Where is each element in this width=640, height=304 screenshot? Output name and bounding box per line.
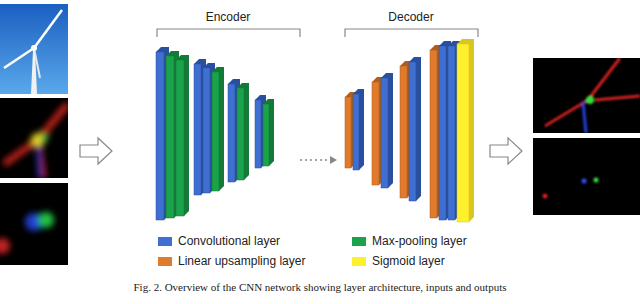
encoder-bracket (157, 29, 300, 37)
input-heatmap (0, 98, 68, 178)
output-keypoints (533, 138, 640, 215)
input-arrow (80, 138, 112, 164)
legend-swatch (352, 257, 366, 266)
legend-text: Convolutional layer (178, 234, 280, 248)
input-keypoints (0, 183, 68, 265)
decoder-layers (345, 39, 474, 222)
dotted-arrow (300, 159, 330, 160)
legend-swatch (158, 237, 172, 246)
legend-text: Max-pooling layer (372, 234, 467, 248)
decoder-bracket (345, 29, 478, 37)
output-arrow (490, 138, 522, 164)
legend-swatch (352, 237, 366, 246)
legend-text: Sigmoid layer (372, 254, 445, 268)
dotted-arrow-head (330, 156, 337, 164)
input-photo (0, 4, 68, 94)
legend-swatch (158, 257, 172, 266)
legend-text: Linear upsampling layer (178, 254, 305, 268)
figure-caption: Fig. 2. Overview of the CNN network show… (133, 281, 506, 293)
section-label: Encoder (206, 10, 251, 24)
encoder-layers (156, 47, 274, 220)
section-label: Decoder (388, 10, 433, 24)
output-heatmap (533, 58, 640, 133)
